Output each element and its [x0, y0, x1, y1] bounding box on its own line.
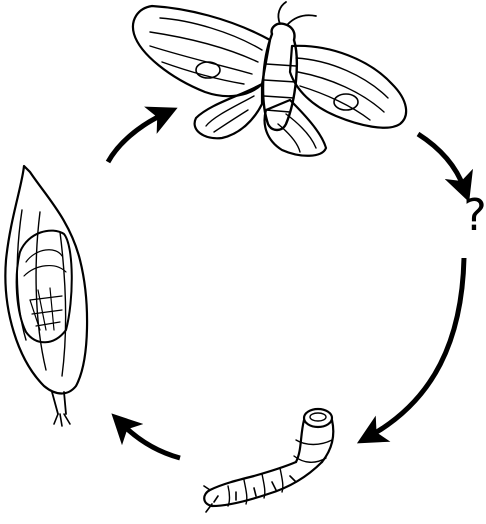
- arrow-cocoon-to-moth: [108, 114, 164, 162]
- moth-illustration: [133, 2, 406, 156]
- arrow-moth-to-egg: [418, 134, 464, 188]
- arrow-larva-to-cocoon: [122, 424, 180, 458]
- cocoon-illustration: [5, 166, 87, 426]
- arrow-egg-to-larva: [370, 258, 464, 436]
- unknown-stage-label: ?: [458, 190, 486, 242]
- larva-illustration: [204, 409, 333, 512]
